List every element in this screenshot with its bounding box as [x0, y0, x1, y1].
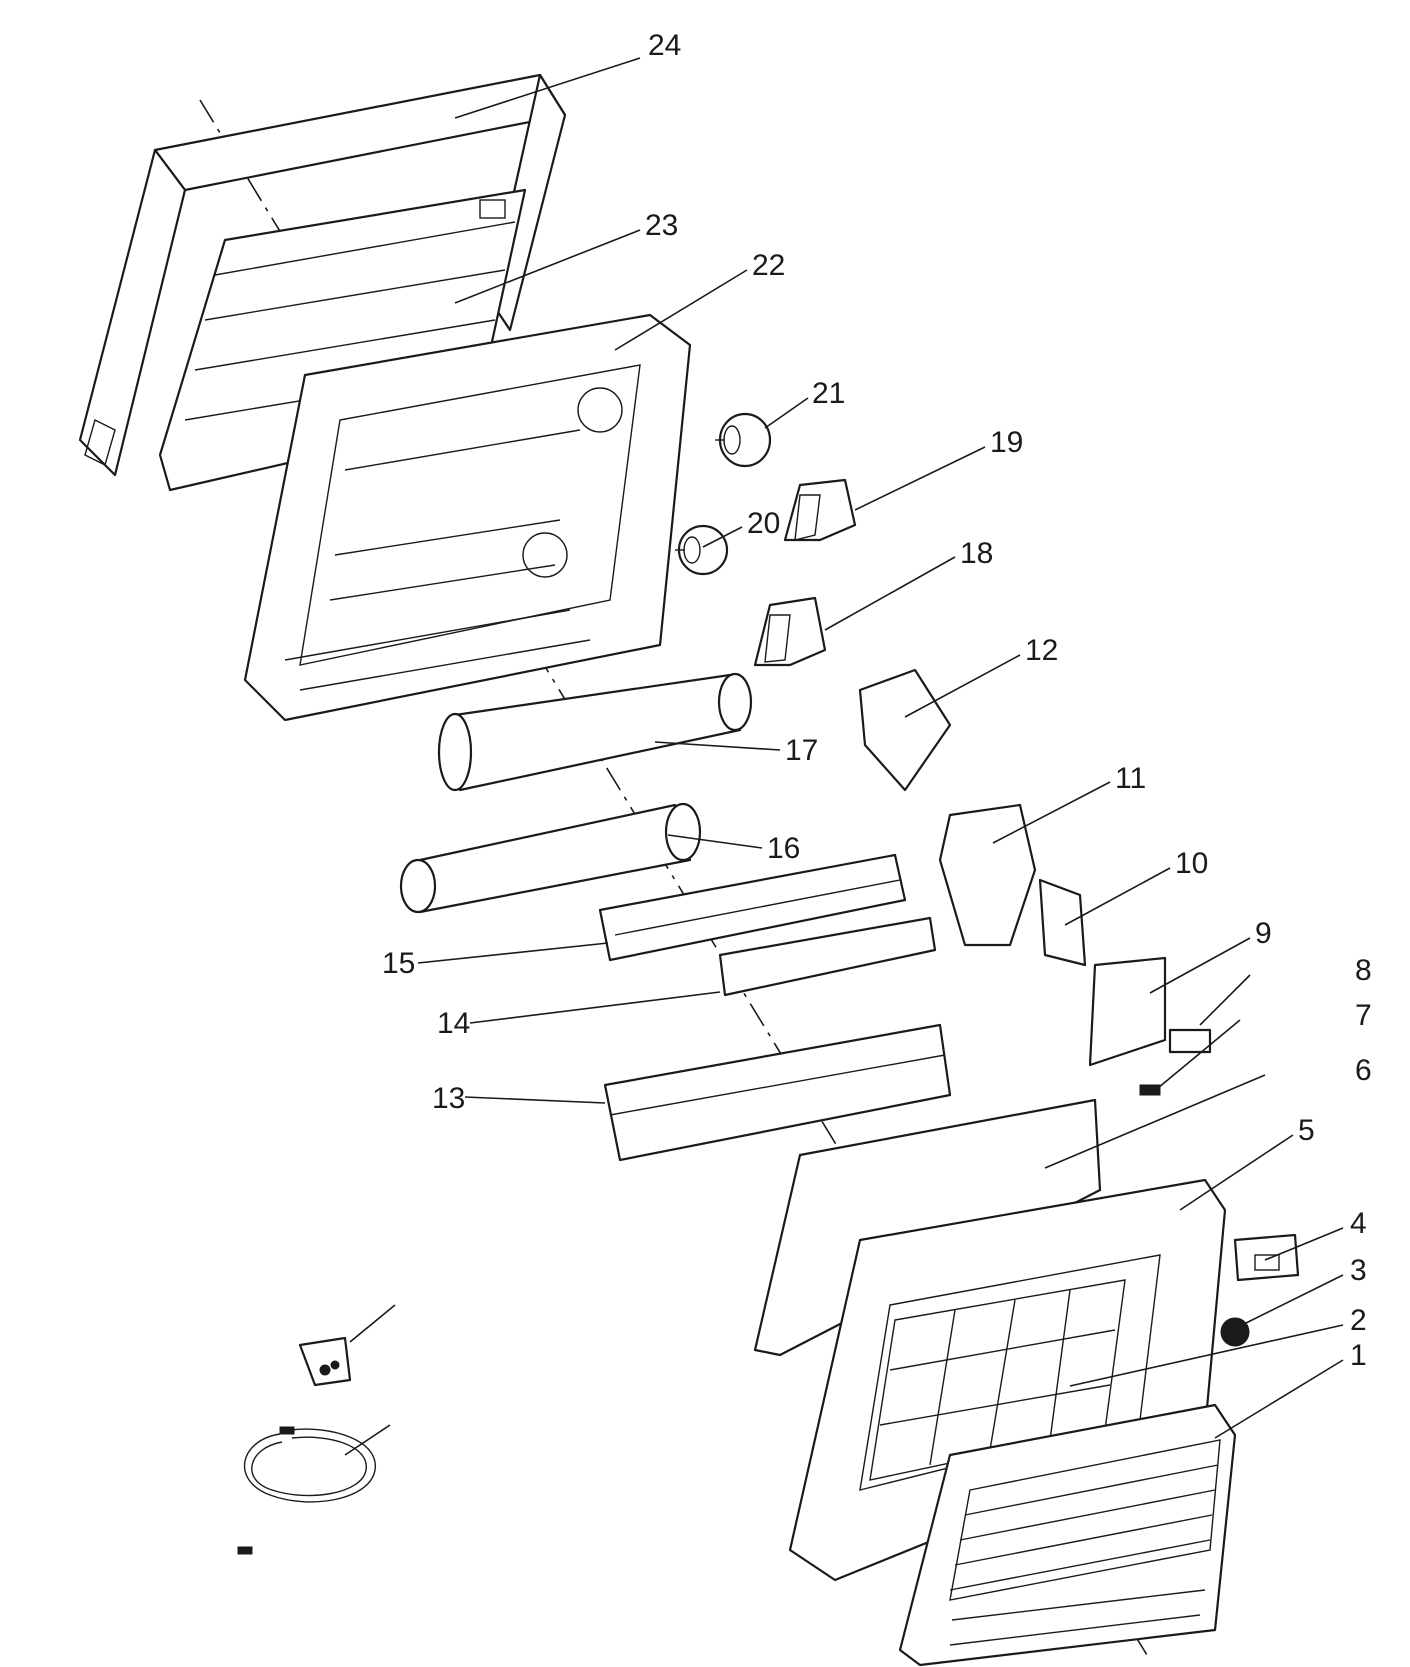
- drain-hose: [237, 1424, 391, 1555]
- callout-7: 7: [1355, 999, 1372, 1032]
- callout-4: 4: [1350, 1207, 1367, 1240]
- callout-6: 6: [1355, 1054, 1372, 1087]
- callout-5: 5: [1298, 1114, 1315, 1147]
- callout-23: 23: [645, 209, 678, 242]
- screw-bag: [298, 1304, 396, 1387]
- callout-20: 20: [747, 507, 780, 540]
- part-7-clip: [1139, 1084, 1161, 1096]
- part-11-control-box: [938, 803, 1037, 947]
- part-10-pcb: [1038, 878, 1087, 967]
- callout-13: 13: [432, 1082, 465, 1115]
- callout-1: 1: [1350, 1339, 1367, 1372]
- part-1-front-grille: [898, 1403, 1237, 1667]
- callout-15: 15: [382, 947, 415, 980]
- callout-10: 10: [1175, 847, 1208, 880]
- callout-19: 19: [990, 426, 1023, 459]
- callout-3: 3: [1350, 1254, 1367, 1287]
- callout-2: 2: [1350, 1304, 1367, 1337]
- part-2-air-filter: [869, 1279, 1126, 1481]
- part-3-knob: [1220, 1317, 1250, 1347]
- part-9-terminal-bracket: [1088, 956, 1167, 1067]
- part-14-flap: [718, 916, 937, 997]
- callout-21: 21: [812, 377, 845, 410]
- callout-12: 12: [1025, 634, 1058, 667]
- part-13-drain-tray: [603, 1023, 952, 1162]
- leader-lines: [417, 57, 1344, 1439]
- callout-22: 22: [752, 249, 785, 282]
- callout-9: 9: [1255, 917, 1272, 950]
- part-12-box-cover: [858, 668, 952, 792]
- part-19-bracket: [783, 478, 857, 542]
- callout-14: 14: [437, 1007, 470, 1040]
- part-20-motor: [675, 524, 729, 576]
- callout-11: 11: [1115, 762, 1146, 795]
- part-4-display-panel: [1233, 1233, 1300, 1282]
- callout-18: 18: [960, 537, 993, 570]
- callout-8: 8: [1355, 954, 1372, 987]
- part-17-fan-cylinder: [437, 672, 753, 792]
- callout-16: 16: [767, 832, 800, 865]
- callout-17: 17: [785, 734, 818, 767]
- part-18-bracket: [753, 596, 827, 667]
- part-8-connector: [1168, 1028, 1212, 1054]
- part-21-motor: [715, 412, 772, 468]
- part-16-fan-cylinder: [399, 802, 702, 914]
- callout-24: 24: [648, 29, 681, 62]
- part-22-main-chassis: [243, 313, 692, 722]
